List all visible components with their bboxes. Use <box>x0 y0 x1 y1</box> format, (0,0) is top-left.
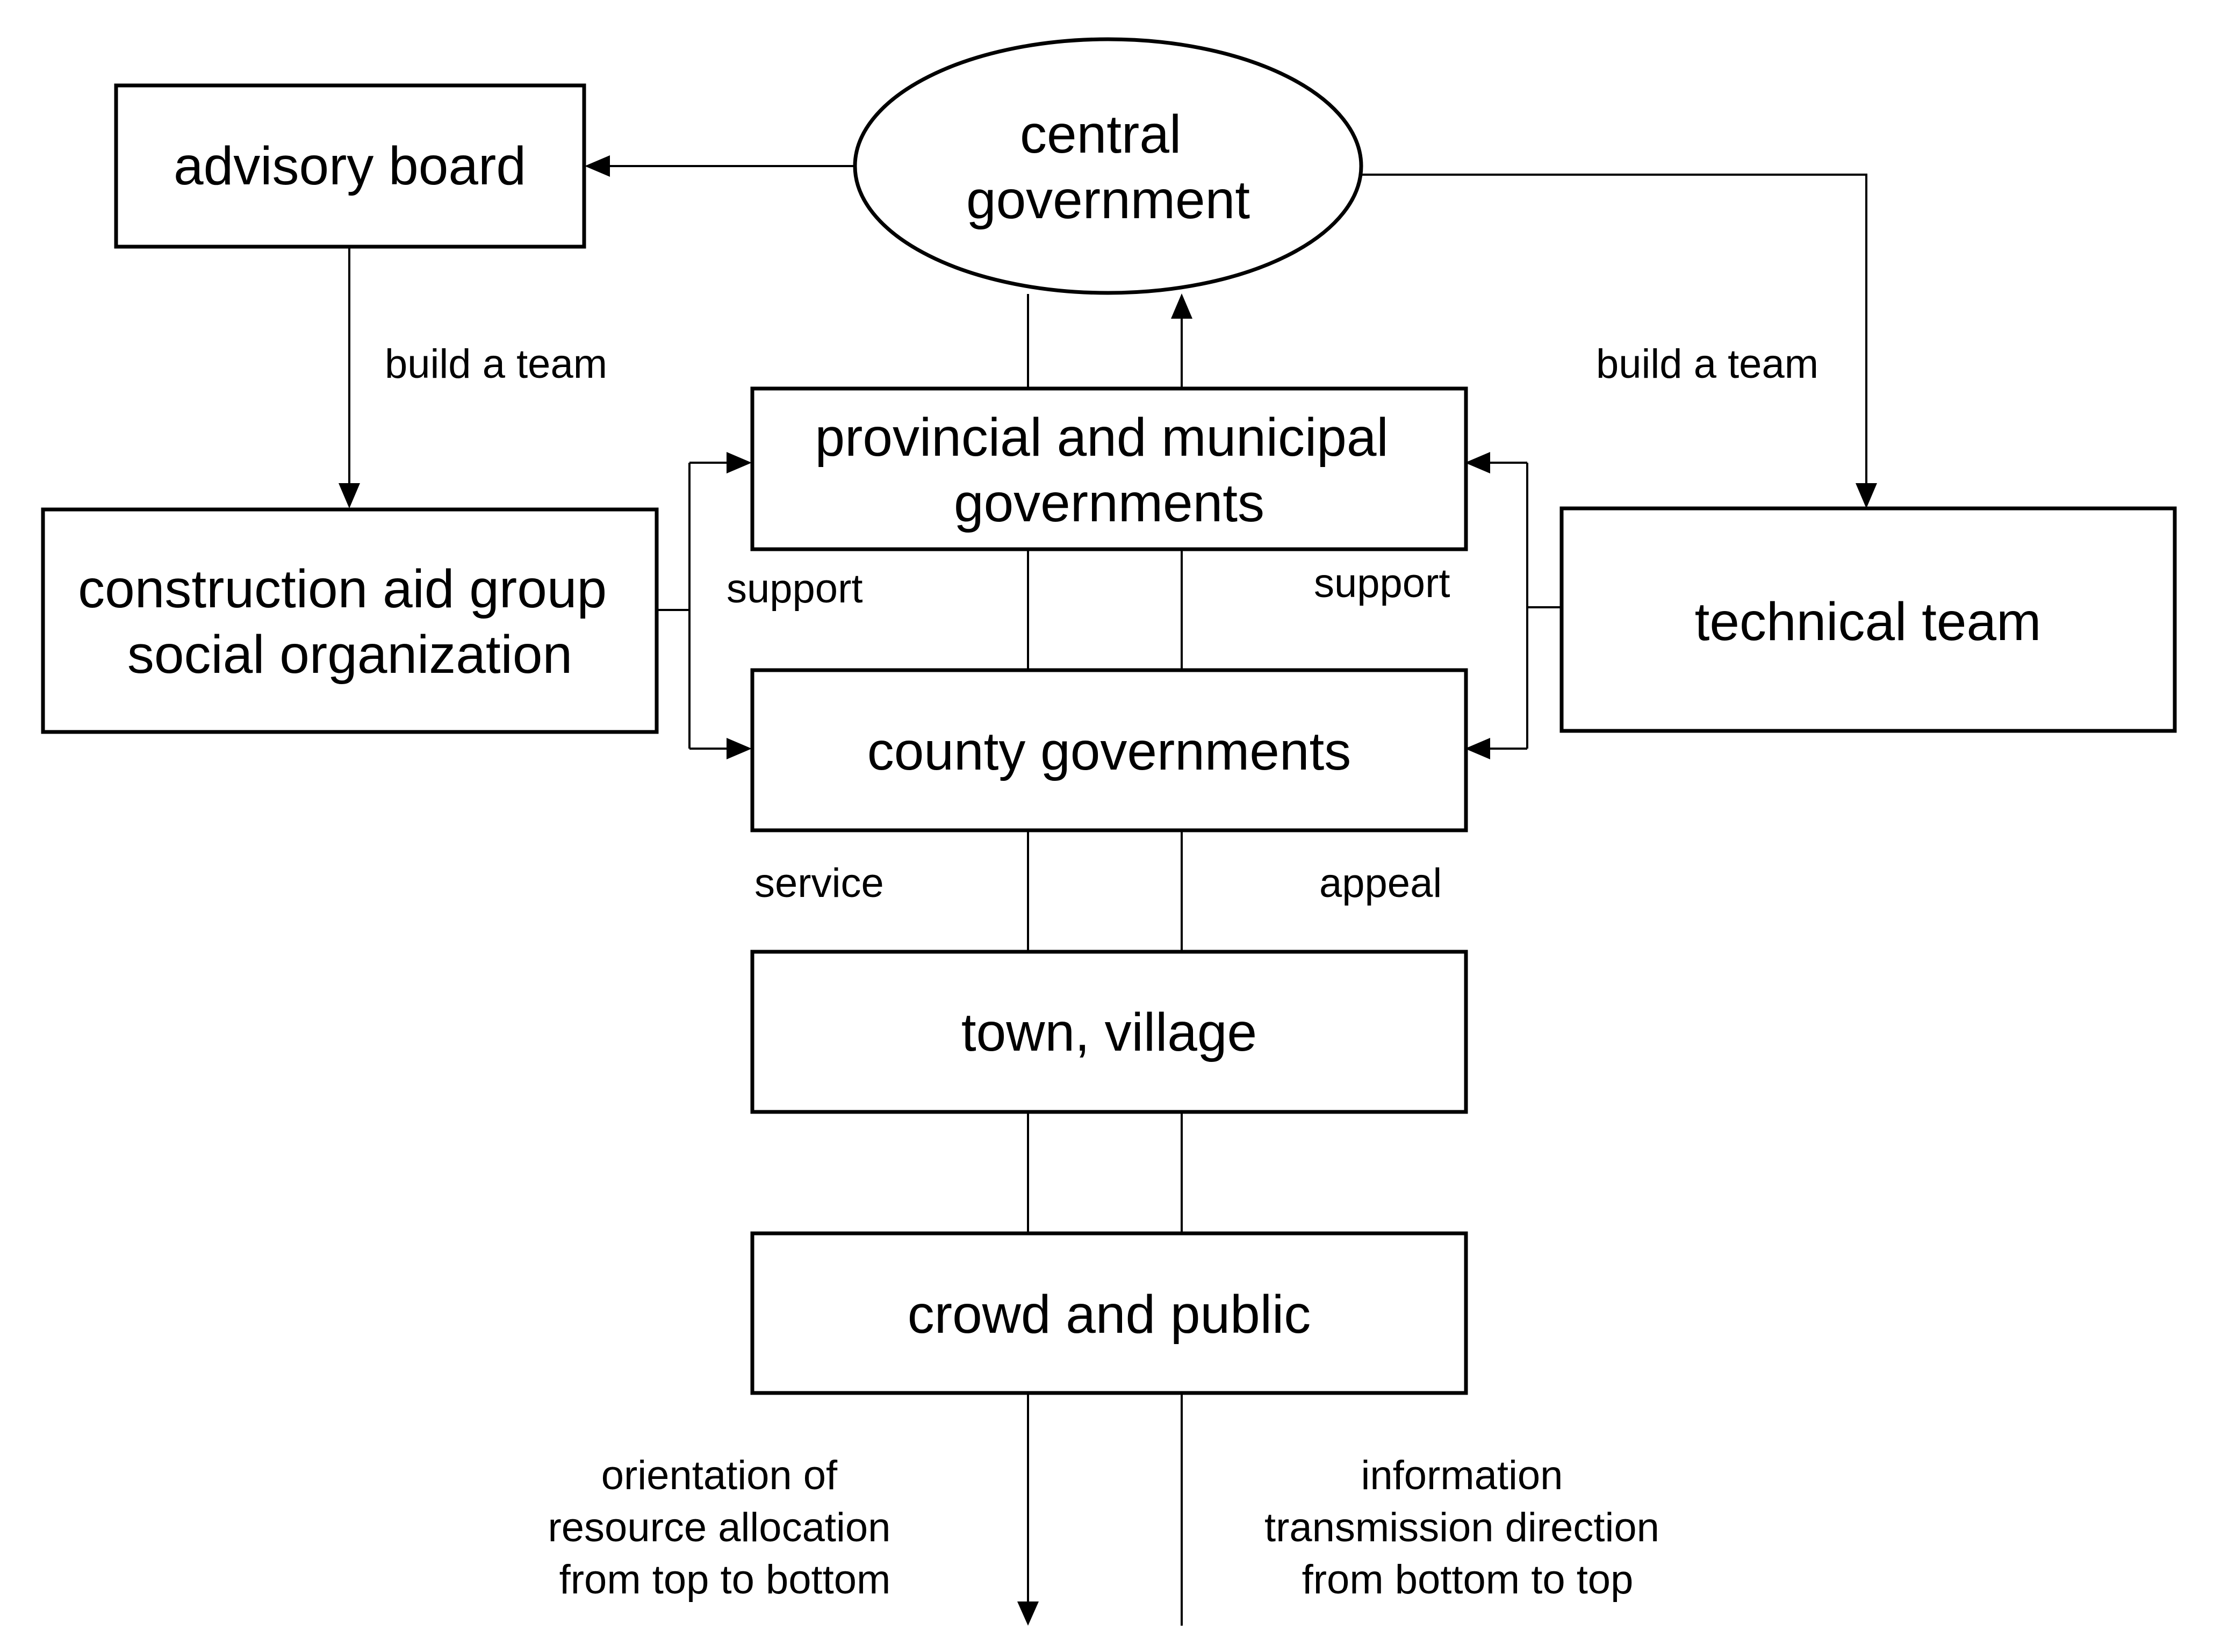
node-advisory-board: advisory board <box>114 83 586 249</box>
resource-allocation-line-1: orientation of <box>601 1453 838 1498</box>
svg-text:construction aid group s: construction aid group social organizati… <box>78 559 622 685</box>
svg-text:county governments: county governments <box>867 721 1352 781</box>
legend-resource-allocation: orientation of resource allocation from … <box>548 1453 902 1603</box>
build-a-team-left-label: build a team <box>385 341 607 387</box>
svg-text:technical team: technical team <box>1695 592 2042 652</box>
arrowhead-support-county-right <box>1465 738 1490 759</box>
advisory-board-label: advisory board <box>174 136 526 196</box>
arrowhead-support-provincial-right <box>1465 452 1490 473</box>
svg-text:crowd and public: crowd and public <box>908 1284 1311 1345</box>
node-technical-team: technical team <box>1559 506 2177 733</box>
advisory-board-box <box>114 83 586 249</box>
node-construction-aid-group: construction aid group social organizati… <box>41 507 659 734</box>
provincial-municipal-line-2: governments <box>954 473 1264 533</box>
provincial-municipal-box <box>750 386 1468 551</box>
edge-central-to-technical <box>1361 174 1867 483</box>
node-central-government: central government <box>853 37 1363 295</box>
central-government-ellipse <box>853 37 1363 295</box>
support-right-label: support <box>1314 561 1450 606</box>
build-a-team-right-label: build a team <box>1596 341 1818 387</box>
svg-text:advisory board: advisory board <box>174 136 526 196</box>
information-transmission-line-3: from bottom to top <box>1302 1557 1634 1603</box>
county-governments-label: county governments <box>867 721 1352 781</box>
central-government-line-2: government <box>966 170 1250 230</box>
arrowhead-support-county-left <box>727 738 752 759</box>
arrowhead-technical <box>1856 483 1877 508</box>
information-transmission-line-1: information <box>1361 1453 1563 1498</box>
provincial-municipal-line-1: provincial and municipal <box>815 407 1388 468</box>
arrowhead-central <box>1171 293 1192 319</box>
resource-allocation-line-3: from top to bottom <box>559 1557 891 1603</box>
central-government-line-1: central <box>1020 104 1181 164</box>
legend-information-transmission: information transmission direction from … <box>1264 1453 1671 1603</box>
county-governments-box <box>750 668 1468 832</box>
construction-aid-group-line-1: construction aid group <box>78 559 607 619</box>
connectors <box>339 155 1877 1626</box>
resource-allocation-arrowhead <box>1017 1601 1039 1626</box>
technical-team-label: technical team <box>1695 592 2042 652</box>
town-village-label: town, village <box>961 1002 1257 1062</box>
appeal-label: appeal <box>1319 860 1442 906</box>
technical-team-box <box>1559 506 2177 733</box>
crowd-and-public-box <box>750 1231 1468 1395</box>
support-left-label: support <box>727 566 863 612</box>
arrowhead-advisory <box>585 155 610 177</box>
node-county-governments: county governments <box>750 668 1468 832</box>
svg-text:town, village: town, village <box>961 1002 1257 1062</box>
construction-aid-group-box <box>41 507 659 734</box>
information-transmission-line-2: transmission direction <box>1264 1505 1659 1550</box>
construction-aid-group-line-2: social organization <box>127 624 572 685</box>
crowd-and-public-label: crowd and public <box>908 1284 1311 1345</box>
svg-text:central government: central government <box>966 104 1250 230</box>
resource-allocation-line-2: resource allocation <box>548 1505 890 1550</box>
arrowhead-support-provincial-left <box>727 452 752 473</box>
svg-text:provincial and municipal: provincial and municipal governments <box>815 407 1403 533</box>
svg-text:orientation of resource: orientation of resource allocation from … <box>548 1453 902 1603</box>
service-label: service <box>754 860 884 906</box>
node-provincial-municipal: provincial and municipal governments <box>750 386 1468 551</box>
node-town-village: town, village <box>750 950 1468 1114</box>
edge-labels: build a team build a team support suppor… <box>385 341 1818 906</box>
arrowhead-construction <box>339 483 360 508</box>
svg-text:information transmission: information transmission direction from … <box>1264 1453 1671 1603</box>
node-crowd-and-public: crowd and public <box>750 1231 1468 1395</box>
town-village-box <box>750 950 1468 1114</box>
